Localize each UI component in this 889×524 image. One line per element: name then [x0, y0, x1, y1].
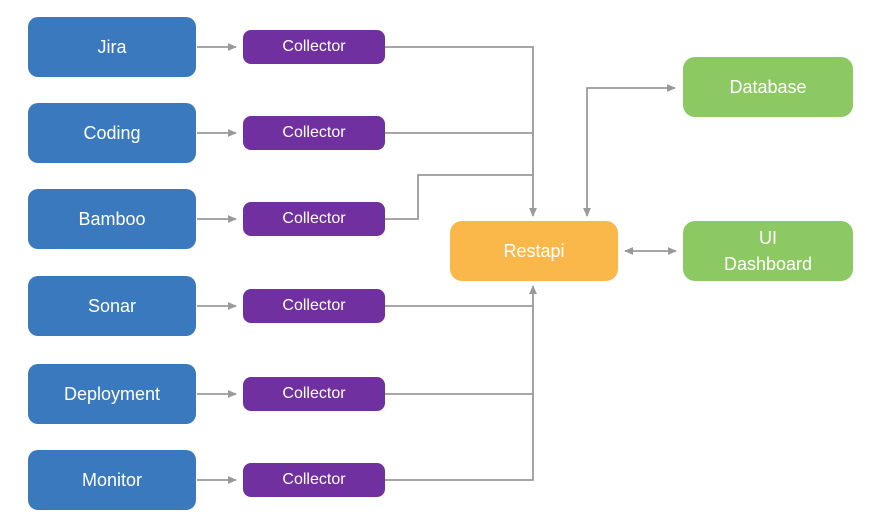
node-deployment-label: Deployment	[63, 383, 161, 404]
node-coding-label: Coding	[83, 122, 141, 143]
node-jira: Jira	[28, 17, 196, 77]
node-monitor-label: Monitor	[81, 469, 143, 490]
node-restapi: Restapi	[450, 221, 618, 281]
node-sonar: Sonar	[28, 276, 196, 336]
node-coding: Coding	[28, 103, 196, 163]
collector-label: Collector	[282, 210, 346, 227]
collector-label: Collector	[282, 297, 346, 314]
node-restapi-label: Restapi	[503, 240, 565, 261]
collector-label: Collector	[282, 124, 346, 141]
collector-label: Collector	[282, 385, 346, 402]
node-monitor: Monitor	[28, 450, 196, 510]
collector-label: Collector	[282, 471, 346, 488]
node-ui-dashboard: UI Dashboard	[683, 221, 853, 281]
node-collector-sonar: Collector	[243, 289, 385, 323]
node-collector-jira: Collector	[243, 30, 385, 64]
node-ui-dashboard-label: UI Dashboard	[724, 225, 812, 277]
node-jira-label: Jira	[97, 36, 127, 57]
collector-label: Collector	[282, 38, 346, 55]
edge-restapi-database	[583, 84, 676, 217]
edge-upper-bus-to-restapi	[385, 46, 537, 217]
node-deployment: Deployment	[28, 364, 196, 424]
node-sonar-label: Sonar	[87, 295, 137, 316]
node-ui-dashboard-line1: UI	[759, 228, 777, 248]
edge-lower-bus-to-restapi	[385, 285, 537, 481]
node-collector-monitor: Collector	[243, 463, 385, 497]
node-bamboo-label: Bamboo	[78, 208, 146, 229]
edge-bamboo-collector-join	[385, 174, 533, 220]
node-bamboo: Bamboo	[28, 189, 196, 249]
node-collector-coding: Collector	[243, 116, 385, 150]
node-database: Database	[683, 57, 853, 117]
node-ui-dashboard-line2: Dashboard	[723, 254, 813, 274]
node-collector-deployment: Collector	[243, 377, 385, 411]
node-collector-bamboo: Collector	[243, 202, 385, 236]
node-database-label: Database	[729, 76, 807, 97]
